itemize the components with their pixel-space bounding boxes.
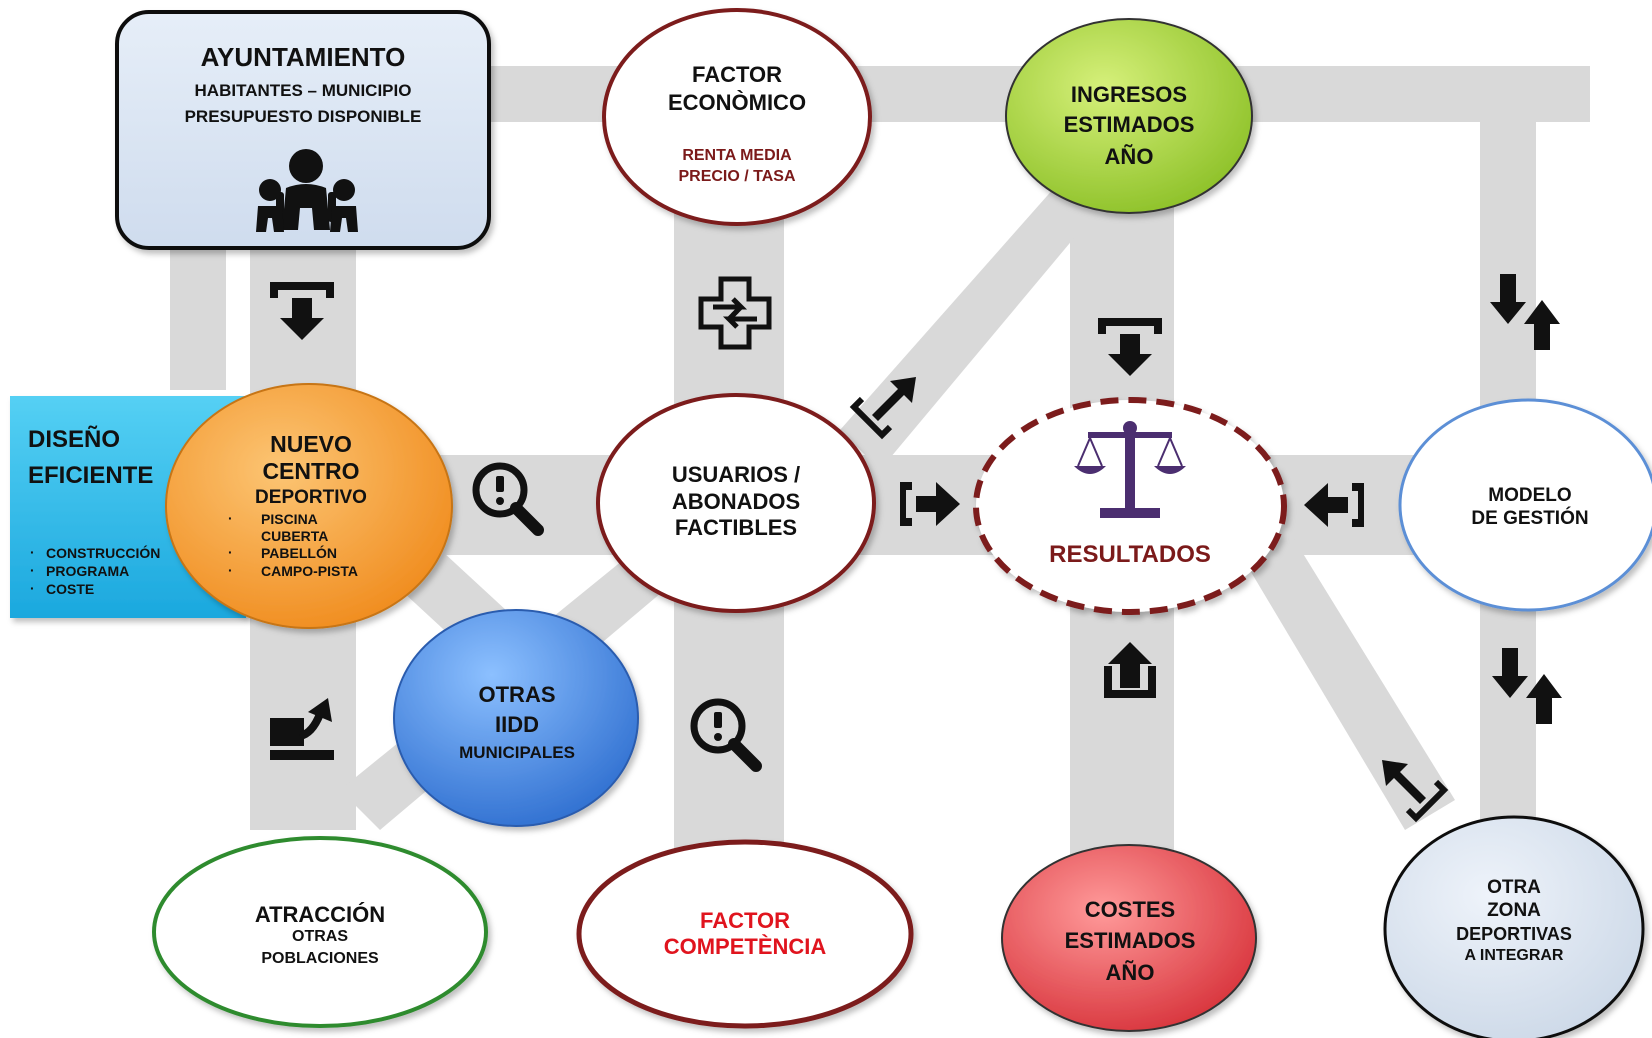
factor-economico-sub2: PRECIO / TASA bbox=[678, 168, 795, 185]
diseno-bullet: · bbox=[30, 562, 35, 578]
otras-iidd-line2: IIDD bbox=[495, 712, 539, 737]
nuevo-centro-node: NUEVO CENTRO DEPORTIVO · PISCINA CUBERTA… bbox=[165, 383, 453, 629]
factor-economico-node: FACTOR ECONÒMICO RENTA MEDIA PRECIO / TA… bbox=[602, 8, 872, 226]
share-export-icon bbox=[270, 698, 334, 760]
ayuntamiento-line2: PRESUPUESTO DISPONIBLE bbox=[185, 107, 422, 126]
factor-competencia-line2: COMPETÈNCIA bbox=[664, 934, 827, 959]
atraccion-node: ATRACCIÓN OTRAS POBLACIONES bbox=[152, 836, 488, 1028]
otra-zona-line4: A INTEGRAR bbox=[1465, 947, 1564, 964]
diseno-bullet: · bbox=[30, 580, 35, 596]
ingresos-line2: ESTIMADOS bbox=[1064, 112, 1195, 137]
otra-zona-line2: ZONA bbox=[1487, 900, 1541, 921]
plus-arrows-icon bbox=[698, 276, 772, 350]
diseno-item-coste: COSTE bbox=[46, 581, 94, 597]
nuevo-item-cubierta: CUBERTA bbox=[261, 528, 328, 544]
ayuntamiento-line1: HABITANTES – MUNICIPIO bbox=[195, 81, 412, 100]
factor-economico-title2: ECONÒMICO bbox=[668, 90, 806, 115]
nuevo-centro-title2: CENTRO bbox=[262, 458, 359, 484]
nuevo-bullet: · bbox=[228, 562, 233, 578]
factor-competencia-line1: FACTOR bbox=[700, 908, 790, 933]
ingresos-line1: INGRESOS bbox=[1071, 82, 1187, 107]
atraccion-line1: ATRACCIÓN bbox=[255, 902, 385, 927]
ayuntamiento-node: AYUNTAMIENTO HABITANTES – MUNICIPIO PRES… bbox=[115, 10, 491, 250]
otra-zona-line1: OTRA bbox=[1487, 877, 1541, 898]
otra-zona-node: OTRA ZONA DEPORTIVAS A INTEGRAR bbox=[1383, 815, 1645, 1038]
atraccion-line3: POBLACIONES bbox=[261, 950, 379, 967]
otras-iidd-line1: OTRAS bbox=[479, 682, 556, 707]
nuevo-centro-title3: DEPORTIVO bbox=[255, 487, 367, 508]
resultados-node: RESULTADOS bbox=[973, 397, 1287, 615]
atraccion-line2: OTRAS bbox=[292, 928, 348, 945]
arrow-out-up-left-icon bbox=[1382, 760, 1449, 823]
factor-competencia-node: FACTOR COMPETÈNCIA bbox=[576, 839, 914, 1029]
arrow-out-up-right-icon bbox=[849, 377, 916, 440]
diseno-item-programa: PROGRAMA bbox=[46, 563, 129, 579]
usuarios-node: USUARIOS / ABONADOS FACTIBLES bbox=[596, 393, 876, 613]
costes-line3: AÑO bbox=[1106, 960, 1155, 985]
scales-icon bbox=[1074, 421, 1186, 518]
modelo-line1: MODELO bbox=[1488, 485, 1571, 506]
diseno-title2: EFICIENTE bbox=[28, 462, 153, 489]
factor-economico-title1: FACTOR bbox=[692, 62, 782, 87]
diseno-bullet: · bbox=[30, 544, 35, 560]
factor-economico-sub1: RENTA MEDIA bbox=[682, 147, 792, 164]
arrow-enter-right-icon bbox=[900, 482, 960, 526]
costes-line2: ESTIMADOS bbox=[1065, 928, 1196, 953]
arrow-enter-left-icon bbox=[1304, 483, 1364, 527]
arrow-out-tray-up-icon bbox=[1104, 642, 1156, 698]
costes-line1: COSTES bbox=[1085, 897, 1175, 922]
diseno-title1: DISEÑO bbox=[28, 425, 120, 453]
ayuntamiento-title: AYUNTAMIENTO bbox=[201, 42, 406, 72]
nuevo-bullet: · bbox=[228, 544, 233, 560]
ingresos-line3: AÑO bbox=[1105, 144, 1154, 169]
otras-iidd-node: OTRAS IIDD MUNICIPALES bbox=[393, 609, 639, 827]
resultados-label: RESULTADOS bbox=[1049, 541, 1211, 568]
nuevo-centro-title1: NUEVO bbox=[270, 431, 352, 457]
nuevo-item-campo-pista: CAMPO-PISTA bbox=[261, 563, 358, 579]
family-icon bbox=[256, 149, 358, 232]
modelo-line2: DE GESTIÓN bbox=[1471, 507, 1588, 529]
modelo-gestion-node: MODELO DE GESTIÓN bbox=[1398, 398, 1652, 612]
nuevo-item-piscina: PISCINA bbox=[261, 511, 318, 527]
nuevo-item-pabellon: PABELLÓN bbox=[261, 544, 337, 561]
nuevo-bullet: · bbox=[228, 510, 233, 526]
ingresos-node: INGRESOS ESTIMADOS AÑO bbox=[1005, 18, 1253, 214]
otra-zona-line3: DEPORTIVAS bbox=[1456, 924, 1572, 944]
usuarios-line1: USUARIOS / bbox=[672, 462, 800, 487]
diseno-item-construccion: CONSTRUCCIÓN bbox=[46, 544, 160, 561]
otras-iidd-line3: MUNICIPALES bbox=[459, 743, 575, 762]
costes-node: COSTES ESTIMADOS AÑO bbox=[1001, 844, 1257, 1032]
usuarios-line3: FACTIBLES bbox=[675, 515, 797, 540]
usuarios-line2: ABONADOS bbox=[672, 489, 800, 514]
